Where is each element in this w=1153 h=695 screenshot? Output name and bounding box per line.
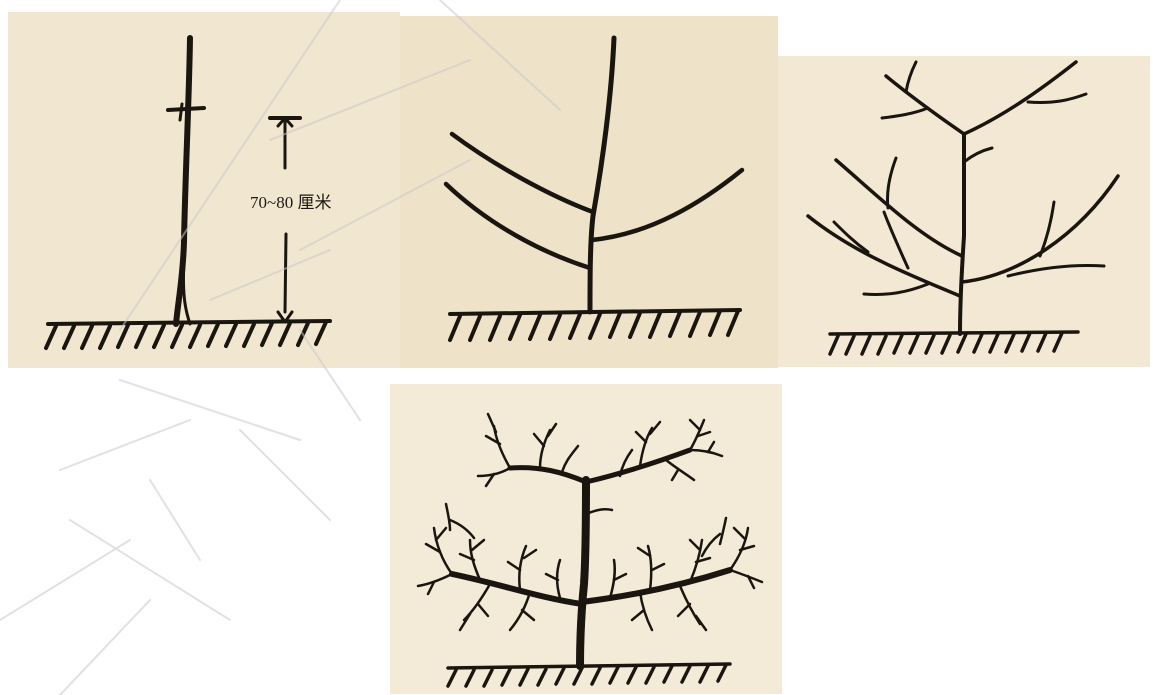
central-leader xyxy=(960,134,964,334)
stage-4-panel xyxy=(390,384,782,694)
ground-hatching xyxy=(46,322,326,348)
upper-left-branch xyxy=(886,76,964,134)
stage-2-panel xyxy=(400,16,778,368)
stage-1-drawing xyxy=(8,12,400,368)
upper-left-branch xyxy=(510,468,586,482)
upper-left-shoot-b xyxy=(906,62,916,92)
middle-left-shoot xyxy=(887,158,896,208)
ground-line xyxy=(830,332,1078,334)
stem-base-flare xyxy=(183,262,190,324)
ground-line xyxy=(450,310,740,314)
upper-right-branch xyxy=(964,62,1076,134)
left-scaffold-shoot-c xyxy=(864,284,928,295)
lower-right-twigs xyxy=(610,518,762,630)
upper-left-scaffold xyxy=(452,134,593,212)
cut-mark xyxy=(168,108,204,110)
upper-crown-twigs xyxy=(478,414,722,514)
upper-right-shoot xyxy=(1028,94,1086,103)
lower-left-scaffold xyxy=(452,574,582,604)
lower-left-twigs xyxy=(418,504,560,630)
right-upper-shoot xyxy=(964,148,992,162)
stage-3-drawing xyxy=(778,56,1150,367)
stage-1-panel: 70~80 厘米 xyxy=(8,12,400,368)
right-scaffold-shoot-b xyxy=(1008,265,1104,276)
lower-right-scaffold xyxy=(582,570,730,602)
stage-4-drawing xyxy=(390,384,782,694)
dimension-lower-line xyxy=(285,234,286,312)
upper-left-shoot-a xyxy=(882,108,928,118)
left-scaffold xyxy=(808,216,960,296)
stage-2-drawing xyxy=(400,16,778,368)
ground-hatching xyxy=(830,333,1062,354)
trunk xyxy=(580,480,586,666)
cut-mark-bud xyxy=(180,104,182,120)
right-scaffold xyxy=(592,170,742,240)
lower-left-scaffold xyxy=(446,184,590,268)
stage-3-panel xyxy=(778,56,1150,367)
central-leader xyxy=(590,38,614,312)
height-annotation-label: 70~80 厘米 xyxy=(250,188,331,213)
